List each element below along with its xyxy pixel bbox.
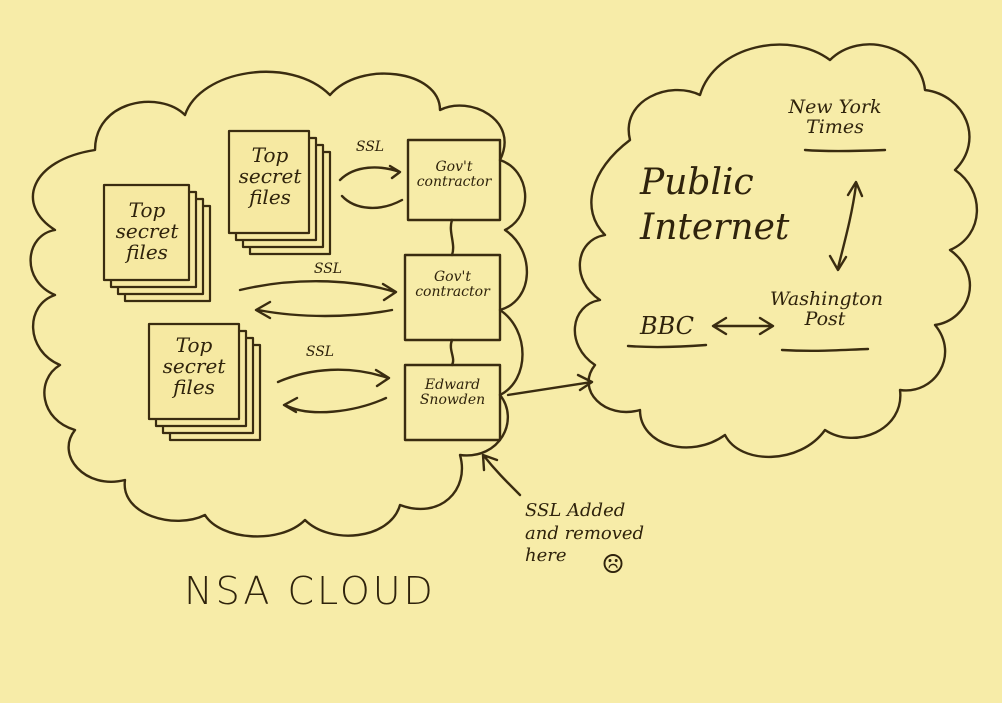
file-stack-left <box>102 183 212 303</box>
public-cloud-title: Public Internet <box>640 162 790 248</box>
ssl-arrow-mid-right <box>238 280 398 302</box>
file-stack-left-label: Top secret files <box>115 198 179 264</box>
ssl-label-middle: SSL <box>313 261 343 277</box>
leak-arrow <box>506 373 594 397</box>
file-stack-bottom-label: Top secret files <box>162 333 226 399</box>
file-stack-bottom <box>147 322 262 442</box>
ssl-arrow-mid-left <box>254 300 394 320</box>
public-cloud-outline <box>573 43 979 459</box>
ssl-arrow-top-right <box>338 164 402 182</box>
link-contractor-1-2 <box>449 218 455 257</box>
nyt-underline <box>803 148 887 153</box>
annotation-text: SSL Added and removed here <box>525 500 645 566</box>
file-stack-top <box>227 129 332 256</box>
ssl-label-bottom: SSL <box>305 344 335 360</box>
ssl-arrow-bottom-right <box>276 368 391 388</box>
ssl-arrow-top-left <box>340 194 404 210</box>
annotation-arrow <box>481 453 522 497</box>
wapo-label: Washington Post <box>770 288 883 330</box>
wapo-underline <box>780 347 870 353</box>
bbc-underline <box>626 343 708 349</box>
ssl-arrow-bottom-left <box>282 396 388 414</box>
node-snowden-label: Edward Snowden <box>419 377 486 408</box>
bbc-wapo-arrow <box>711 316 775 336</box>
link-contractor-2-snowden <box>449 338 455 367</box>
ssl-label-top: SSL <box>355 139 385 155</box>
nsa-cloud-title: NSA CLOUD <box>184 569 436 613</box>
node-contractor-1-label: Gov't contractor <box>416 159 492 190</box>
bbc-label: BBC <box>639 312 695 340</box>
nsa-cloud-outline <box>29 70 529 538</box>
nyt-label: New York Times <box>788 96 882 138</box>
node-box-contractor-1 <box>406 138 502 222</box>
file-stack-top-label: Top secret files <box>238 143 302 209</box>
sad-face-icon: ☹ <box>601 550 625 580</box>
node-contractor-2-label: Gov't contractor <box>415 269 490 300</box>
nyt-wapo-arrow <box>828 180 864 272</box>
